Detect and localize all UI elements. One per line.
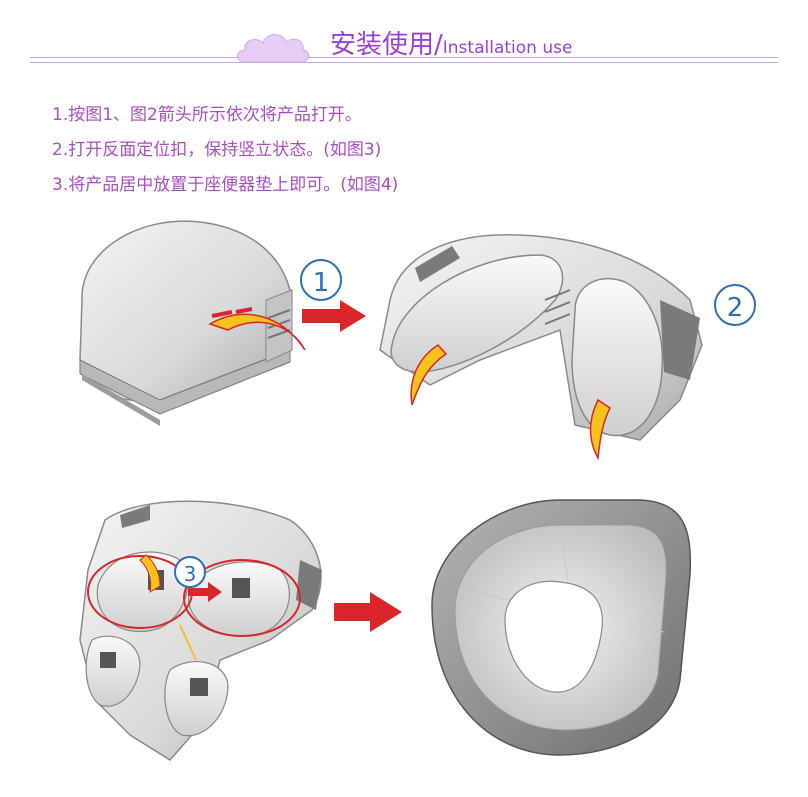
figure-4-finished-seat	[431, 499, 692, 756]
page-title: 安装使用/Installation use	[330, 24, 572, 61]
instruction-step-3: 3.将产品居中放置于座便器垫上即可。(如图4)	[52, 175, 399, 195]
figure-3-arrows	[139, 554, 222, 661]
figure-3-label: 3	[184, 562, 197, 586]
title-chinese: 安装使用/	[330, 30, 443, 60]
title-english: Installation use	[442, 38, 573, 58]
instruction-step-2: 2.打开反面定位扣，保持竖立状态。(如图3)	[52, 140, 382, 160]
figure-1-badge: 1	[300, 259, 342, 301]
figure-3-underside	[79, 500, 322, 761]
figure-1-folded-seat	[79, 220, 293, 426]
arrow-3-to-4	[334, 592, 402, 632]
header-divider-top	[30, 57, 778, 58]
figure-1-label: 1	[313, 268, 330, 298]
arrow-1-to-2	[302, 300, 366, 332]
figure-3-badge: 3	[174, 556, 206, 588]
cloud-icon	[237, 34, 310, 63]
figure-1-arrow	[208, 307, 306, 351]
figure-2-badge: 2	[714, 284, 756, 326]
instruction-list: 1.按图1、图2箭头所示依次将产品打开。 2.打开反面定位扣，保持竖立状态。(如…	[52, 98, 398, 203]
figure-2-label: 2	[727, 293, 744, 323]
instruction-step-1: 1.按图1、图2箭头所示依次将产品打开。	[52, 105, 362, 125]
header-divider-bottom	[30, 62, 778, 63]
header: 安装使用/Installation use	[0, 0, 808, 80]
figure-2-opening-seat	[379, 234, 703, 441]
figure-2-arrows	[410, 344, 611, 461]
